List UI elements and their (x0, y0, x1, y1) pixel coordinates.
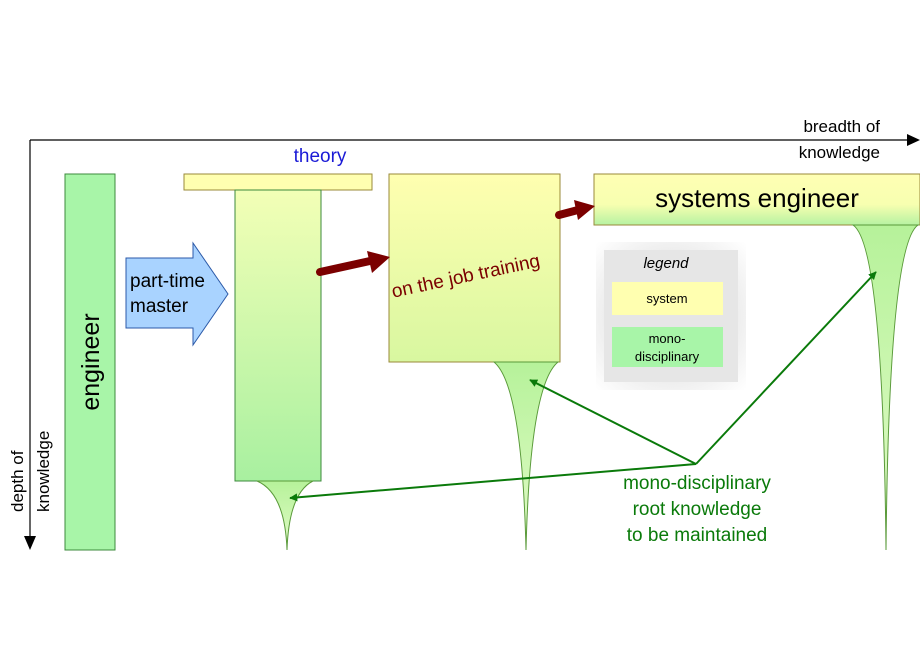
legend-mono-label-line2: disciplinary (635, 349, 700, 364)
root-pointer-arrows (289, 271, 877, 502)
progression-arrow-to-systems (555, 200, 595, 220)
note-line3: to be maintained (627, 525, 768, 546)
progression-arrow-to-training (316, 251, 390, 276)
systems-engineer-bar (593, 173, 920, 226)
theory-root (256, 480, 314, 551)
engineer-label: engineer (77, 313, 105, 410)
note-line2: root knowledge (633, 499, 762, 520)
breadth-axis-label-line1: breadth of (803, 117, 880, 136)
depth-axis-label-line1: depth of (8, 450, 27, 512)
pointer-to-systems-root (695, 271, 877, 465)
part-time-master-label-line1: part-time (130, 271, 205, 292)
legend-system-swatch (612, 282, 723, 315)
part-time-master-label-line2: master (130, 296, 189, 317)
theory-column (234, 189, 322, 482)
training-block (388, 173, 561, 363)
pointer-to-theory-root (289, 463, 697, 502)
pointer-to-training-root (529, 379, 697, 465)
breadth-axis-label-line2: knowledge (799, 143, 880, 162)
theory-top-bar (183, 173, 373, 191)
systems-root (851, 224, 920, 551)
depth-axis (24, 140, 36, 550)
part-time-master-arrow (125, 241, 229, 347)
depth-axis-label-line2: knowledge (34, 431, 53, 512)
training-root (492, 361, 560, 551)
legend: legend system mono- disciplinary (596, 242, 746, 390)
note-line1: mono-disciplinary (623, 473, 771, 494)
theory-label: theory (294, 146, 347, 167)
breadth-axis (30, 134, 920, 146)
legend-mono-swatch (612, 327, 723, 367)
legend-mono-label-line1: mono- (649, 331, 686, 346)
engineer-bar (64, 173, 116, 551)
legend-title: legend (643, 255, 689, 272)
legend-system-label: system (646, 291, 687, 306)
systems-engineer-label: systems engineer (655, 183, 859, 213)
